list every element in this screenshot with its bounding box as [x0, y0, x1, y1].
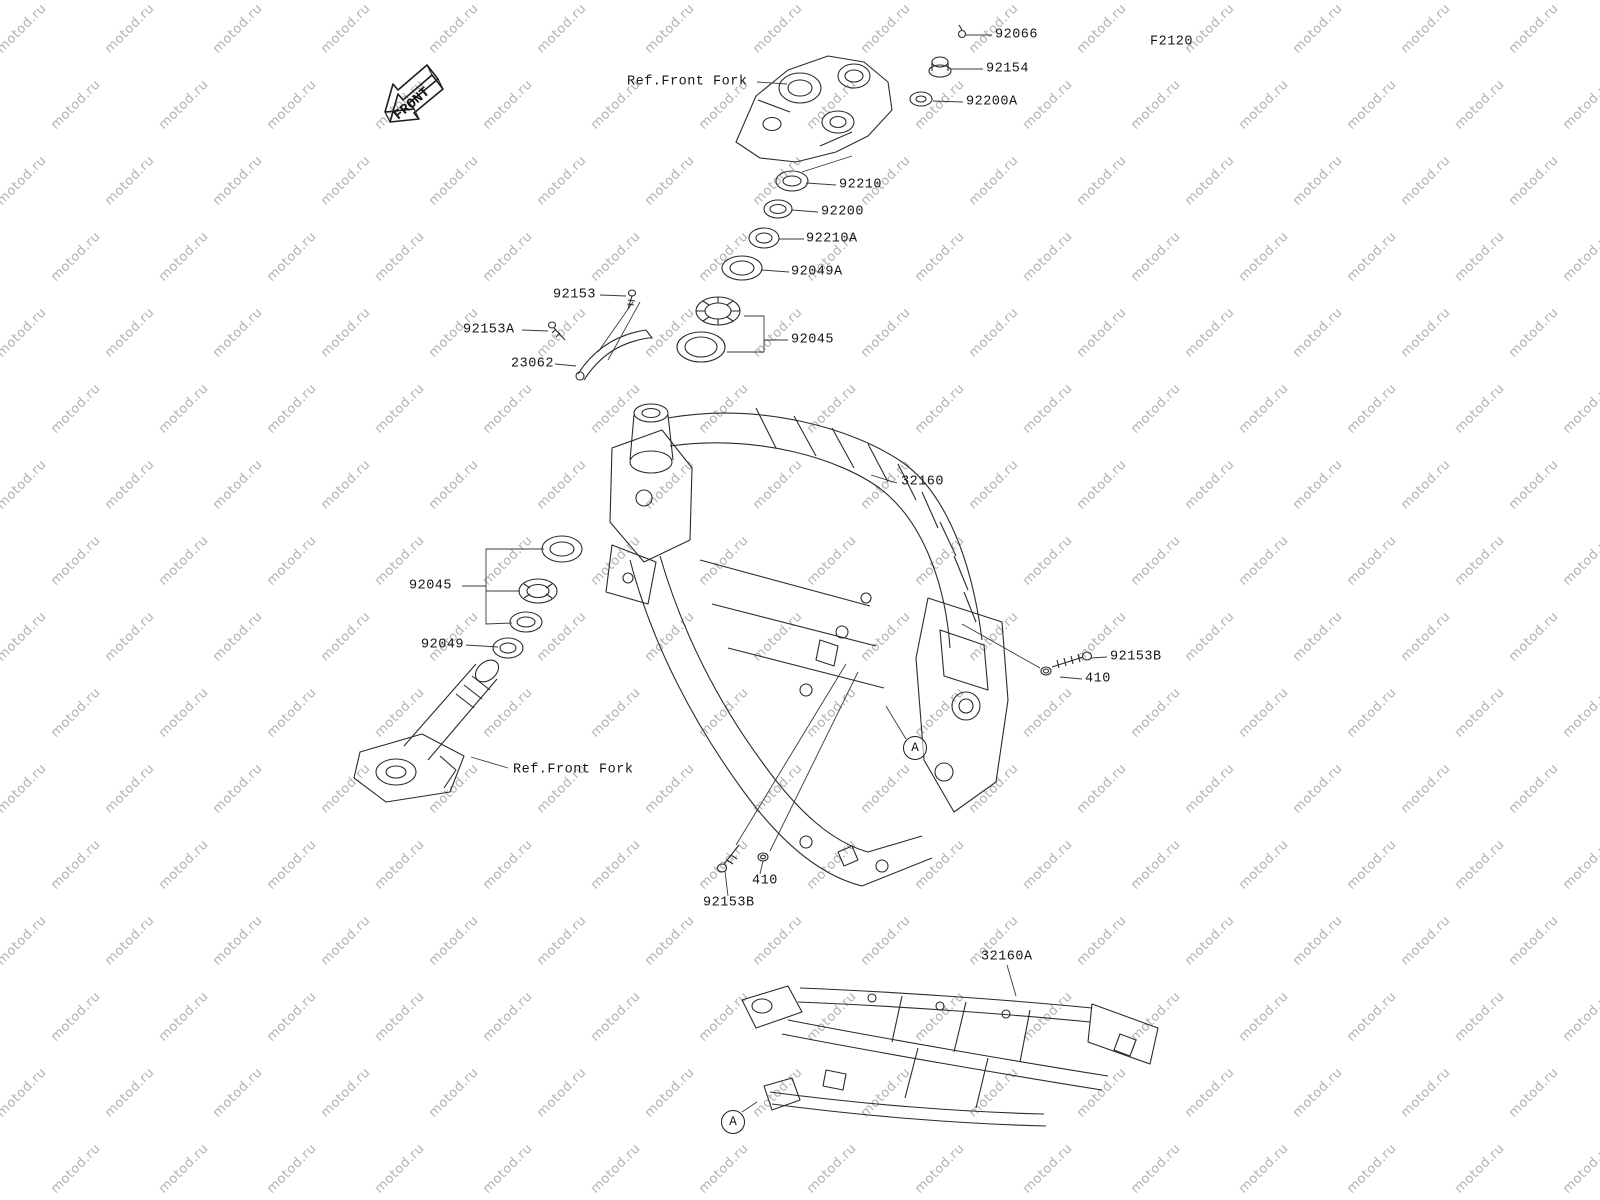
steering-lock-bracket-drawing — [547, 289, 654, 381]
part-label-92210: 92210 — [839, 177, 883, 193]
part-label-23062: 23062 — [511, 356, 555, 372]
part-label-ref-front-fork-lower: Ref.Front Fork — [513, 762, 634, 778]
part-label-410-right: 410 — [1085, 671, 1111, 687]
leader-lines — [462, 34, 1108, 1113]
front-arrow-label: FRONT — [391, 85, 433, 124]
page-code: F2120 — [1150, 34, 1194, 50]
part-label-92045-left: 92045 — [409, 578, 453, 594]
part-label-32160: 32160 — [901, 474, 945, 490]
part-label-92045-upper: 92045 — [791, 332, 835, 348]
part-label-92200A: 92200A — [966, 94, 1018, 110]
stem-cap-parts-drawing — [909, 24, 967, 107]
part-label-92210A: 92210A — [806, 231, 858, 247]
upper-triple-clamp-drawing — [735, 55, 893, 163]
lower-bearing-stack-drawing — [492, 535, 583, 659]
main-frame-drawing — [605, 403, 1009, 887]
steering-stem-drawing — [353, 659, 500, 803]
part-label-410-lower: 410 — [752, 873, 778, 889]
part-label-92049: 92049 — [421, 637, 465, 653]
part-label-92153A: 92153A — [463, 322, 515, 338]
part-label-ref-front-fork-top: Ref.Front Fork — [627, 74, 748, 90]
front-arrow: FRONT — [384, 64, 444, 124]
part-label-92153B-right: 92153B — [1110, 649, 1162, 665]
lower-bolt-drawing — [716, 844, 769, 873]
right-bolt-drawing — [1040, 651, 1093, 676]
rear-subframe-drawing — [741, 985, 1159, 1127]
part-label-92066: 92066 — [995, 27, 1039, 43]
detail-marker-a-frame: A — [903, 736, 927, 760]
part-label-32160A: 32160A — [981, 949, 1033, 965]
part-label-92153B-lower: 92153B — [703, 895, 755, 911]
part-label-92200: 92200 — [821, 204, 865, 220]
upper-bearing-stack-drawing — [676, 170, 809, 363]
detail-marker-a-subframe: A — [721, 1110, 745, 1134]
part-label-92154: 92154 — [986, 61, 1030, 77]
part-label-92049A: 92049A — [791, 264, 843, 280]
part-label-92153: 92153 — [553, 287, 597, 303]
